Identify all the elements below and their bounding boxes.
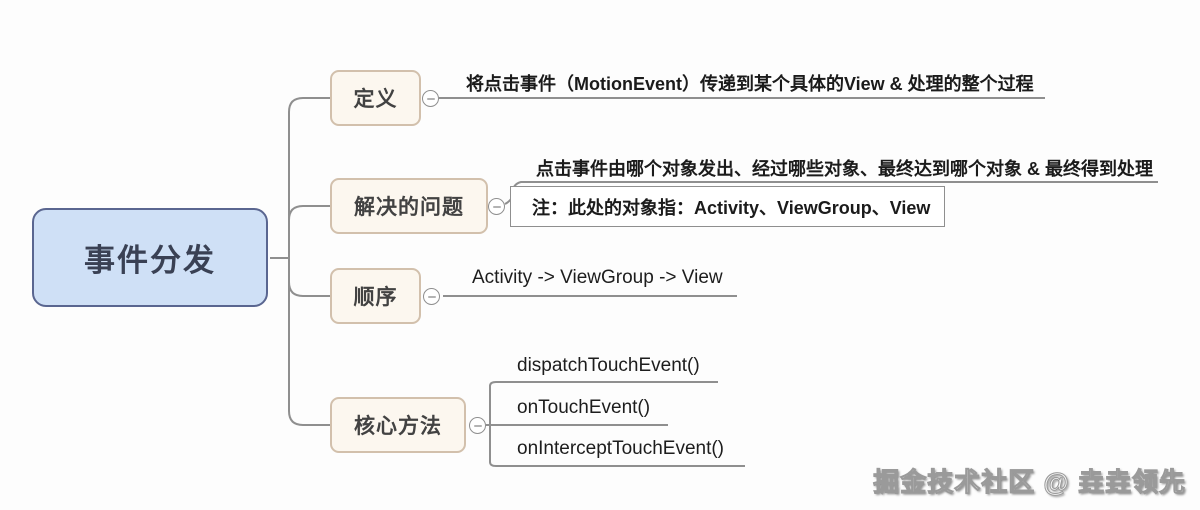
- child-topic-ontouchevent[interactable]: onTouchEvent(): [517, 397, 651, 418]
- branch-node-order[interactable]: 顺序: [330, 268, 421, 324]
- minus-icon: [426, 97, 435, 100]
- root-node-label: 事件分发: [84, 243, 216, 278]
- branch-label: 核心方法: [354, 415, 442, 438]
- minus-icon: [473, 424, 482, 427]
- minus-icon: [427, 295, 436, 298]
- branch-node-problem-solved[interactable]: 解决的问题: [330, 178, 488, 234]
- note-topic-objects[interactable]: 注：此处的对象指：Activity、ViewGroup、View: [510, 186, 945, 227]
- branch-label: 顺序: [353, 286, 398, 309]
- child-topic-order-text[interactable]: Activity -> ViewGroup -> View: [472, 267, 723, 288]
- connector-branch-problem: [288, 205, 330, 258]
- collapse-toggle-order[interactable]: [423, 288, 440, 305]
- connector-branch-definition: [288, 97, 330, 258]
- collapse-toggle-problem[interactable]: [488, 198, 505, 215]
- connector-branch-methods: [288, 258, 330, 426]
- child-topic-onintercepttouchevent[interactable]: onInterceptTouchEvent(): [517, 438, 725, 459]
- collapse-toggle-methods[interactable]: [469, 417, 486, 434]
- branch-node-definition[interactable]: 定义: [330, 70, 421, 126]
- root-node-event-dispatch[interactable]: 事件分发: [32, 208, 268, 307]
- connector-methods-spine: [486, 381, 497, 467]
- child-topic-dispatchtouchevent[interactable]: dispatchTouchEvent(): [517, 355, 700, 376]
- connector-branch-order: [288, 258, 330, 297]
- branch-label: 定义: [353, 88, 398, 111]
- minus-icon: [492, 205, 501, 208]
- branch-label: 解决的问题: [354, 196, 464, 219]
- watermark: 掘金技术社区 @ 垚垚领先: [873, 467, 1186, 498]
- child-topic-definition-text[interactable]: 将点击事件（MotionEvent）传递到某个具体的View & 处理的整个过程: [466, 74, 1034, 94]
- child-topic-problem-text[interactable]: 点击事件由哪个对象发出、经过哪些对象、最终达到哪个对象 & 最终得到处理: [536, 159, 1153, 179]
- branch-node-core-methods[interactable]: 核心方法: [330, 397, 466, 453]
- collapse-toggle-definition[interactable]: [422, 90, 439, 107]
